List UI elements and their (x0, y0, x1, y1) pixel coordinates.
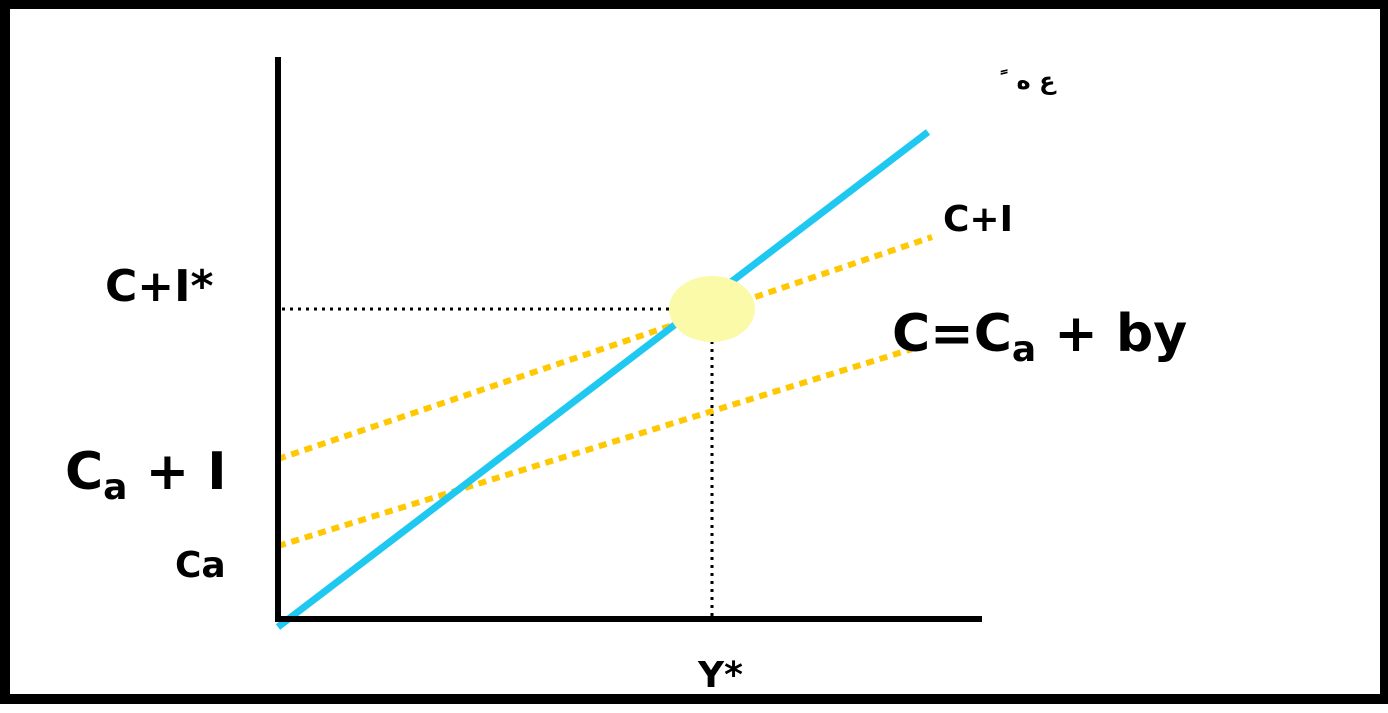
c-plus-i-label: C+I (943, 199, 1013, 240)
ca-plus-i-rest: + I (127, 442, 226, 502)
equilibrium-point (669, 276, 755, 342)
equation-subscript: a (1012, 329, 1036, 370)
y-star-label: Y* (697, 655, 743, 696)
equation-rest: + by (1036, 304, 1187, 364)
consumption-line (277, 346, 913, 549)
c-plus-i-line (277, 234, 933, 462)
ca-plus-i-subscript: a (103, 467, 127, 508)
ca-plus-i-main: C (65, 442, 103, 502)
consumption-function-label: C=Ca + by (892, 304, 1187, 370)
ca-label: Ca (175, 545, 226, 586)
equation-main: C=C (892, 304, 1012, 364)
keynesian-cross-diagram: ﻉ ﻩ ﹰ C+I C=Ca + by C+I* Ca + I Ca Y* (65, 57, 1187, 696)
c-plus-i-star-label: C+I* (105, 261, 214, 312)
ca-plus-i-label: Ca + I (65, 442, 227, 508)
corner-mark: ﻉ ﻩ ﹰ (1000, 67, 1057, 95)
identity-line (275, 129, 931, 630)
